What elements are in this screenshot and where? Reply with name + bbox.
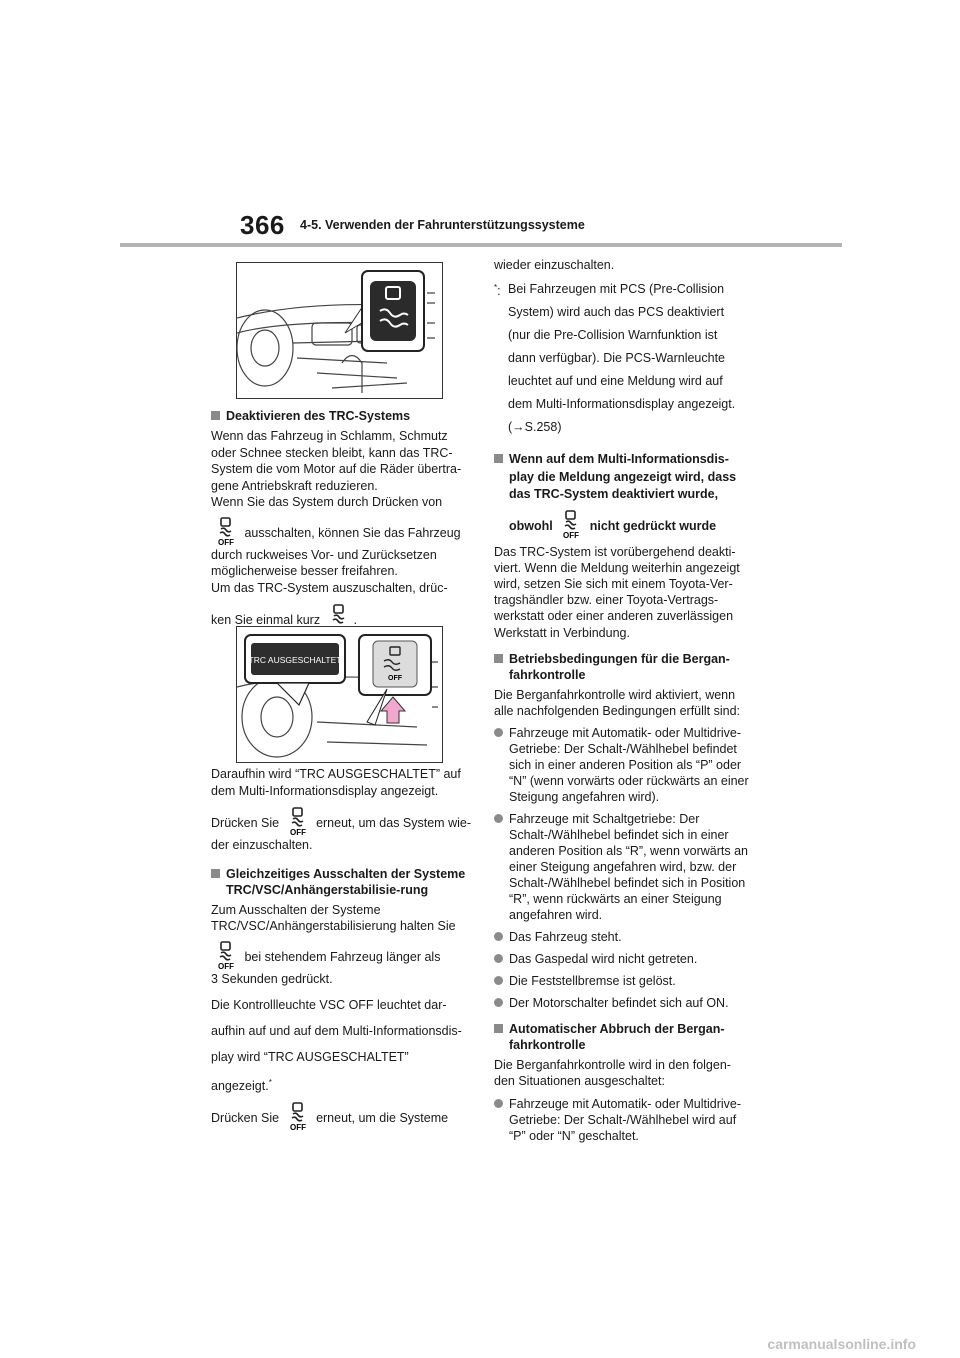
heading-marker-icon <box>211 868 220 878</box>
paragraph-display-message: Daraufhin wird “TRC AUSGESCHALTET” auf d… <box>211 767 461 798</box>
paragraph-trc-temp-off: Das TRC-System ist vorübergehend deakti-… <box>494 544 740 640</box>
list-item: Die Feststellbremse ist gelöst. <box>494 973 756 989</box>
dashboard-display-illustration: TRC AUSGESCHALTET OFF <box>237 634 438 758</box>
bullet-icon <box>494 976 503 986</box>
heading-marker-icon <box>211 411 220 420</box>
list-item: Fahrzeuge mit Automatik- oder Multidrive… <box>494 725 756 805</box>
svg-text:OFF: OFF <box>388 675 403 682</box>
bullet-icon <box>494 998 503 1008</box>
right-column: wieder einzuschalten. *: Bei Fahrzeugen … <box>494 256 756 1150</box>
continuation-text: wieder einzuschalten. <box>494 258 615 272</box>
bullet-icon <box>494 814 503 824</box>
heading-hill-start-cancel: Automatischer Abbruch der Bergan-fahrkon… <box>494 1021 756 1053</box>
watermark: carmanualsonline.info <box>767 1336 916 1352</box>
paragraph-hill-start-cancel: Die Berganfahrkontrolle wird in den folg… <box>494 1058 731 1089</box>
list-item: Fahrzeuge mit Schaltgetriebe: Der Schalt… <box>494 811 756 923</box>
heading-marker-icon <box>494 1024 503 1034</box>
arrow-right-icon: → <box>512 420 525 434</box>
list-item: Der Motorschalter befindet sich auf ON. <box>494 995 756 1011</box>
heading-deactivate-trc: Deaktivieren des TRC-Systems <box>211 408 473 424</box>
list-item: Fahrzeuge mit Automatik- oder Multidrive… <box>494 1096 756 1144</box>
paragraph-hill-start-intro: Die Berganfahrkontrolle wird aktiviert, … <box>494 687 741 718</box>
bullet-icon <box>494 1098 503 1108</box>
page-reference[interactable]: S.258) <box>524 420 562 434</box>
paragraph-reactivate-systems: Drücken Sie OFF erneut, um die Systeme <box>211 1102 473 1132</box>
paragraph-hold: Zum Ausschalten der Systeme TRC/VSC/Anhä… <box>211 902 456 986</box>
figure-trc-switch-location <box>236 262 443 399</box>
svg-text:OFF: OFF <box>218 538 234 547</box>
bullet-icon <box>494 932 503 942</box>
footnote-pcs: *: Bei Fahrzeugen mit PCS (Pre-Collision… <box>494 282 736 434</box>
paragraph-vsc-off: Die Kontrollleuchte VSC OFF leuchtet dar… <box>211 998 462 1094</box>
figure-trc-off-display: TRC AUSGESCHALTET OFF <box>236 626 443 763</box>
bullet-icon <box>494 728 503 738</box>
heading-hill-start-conditions: Betriebsbedingungen für die Bergan-fahrk… <box>494 651 756 683</box>
trc-off-switch-icon: OFF <box>290 1102 306 1132</box>
trc-off-switch-icon: OFF <box>290 807 306 837</box>
paragraph-deactivate: Wenn das Fahrzeug in Schlamm, Schmutz od… <box>211 428 473 634</box>
bullet-icon <box>494 954 503 964</box>
paragraph-reactivate: Drücken Sie OFF erneut, um das System wi… <box>211 807 473 854</box>
heading-marker-icon <box>494 653 503 663</box>
section-title: 4-5. Verwenden der Fahrunterstützungssys… <box>300 218 585 232</box>
list-item: Das Gaspedal wird nicht getreten. <box>494 951 756 967</box>
heading-simultaneous-off: Gleichzeitiges Ausschalten der Systeme T… <box>211 866 473 898</box>
trc-off-switch-icon: OFF <box>218 517 234 547</box>
display-trc-label: TRC AUSGESCHALTET <box>249 655 342 665</box>
trc-off-switch-icon: OFF <box>563 510 579 540</box>
trc-off-switch-icon: OFF <box>218 941 234 971</box>
left-column: Deaktivieren des TRC-Systems Wenn das Fa… <box>211 402 473 634</box>
page-number: 366 <box>240 210 285 240</box>
svg-text:OFF: OFF <box>290 1123 306 1132</box>
svg-text:OFF: OFF <box>563 531 579 540</box>
left-column-lower: Daraufhin wird “TRC AUSGESCHALTET” auf d… <box>211 766 473 1132</box>
dashboard-illustration <box>237 270 435 393</box>
svg-text:OFF: OFF <box>290 828 306 837</box>
heading-message-displayed: Wenn auf dem Multi-Informationsdis- play… <box>494 451 756 540</box>
list-item: Das Fahrzeug steht. <box>494 929 756 945</box>
svg-text:OFF: OFF <box>218 962 234 971</box>
press-arrow-icon <box>379 696 407 724</box>
header-rule <box>120 243 842 247</box>
heading-marker-icon <box>494 454 503 463</box>
